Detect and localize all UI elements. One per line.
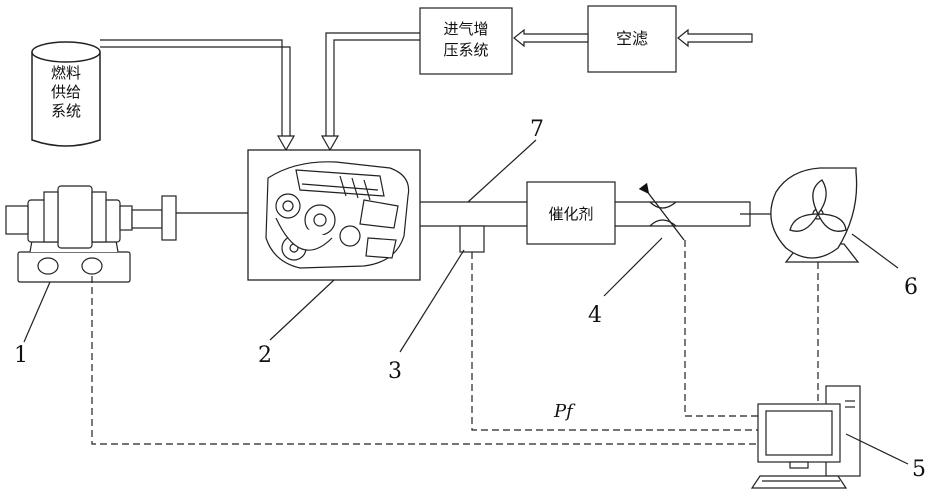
throttle-signal-line xyxy=(685,240,758,416)
pressure-signal-line xyxy=(472,252,758,430)
air-inlet-arrow xyxy=(678,30,752,46)
pf-label: Pf xyxy=(553,401,576,422)
callout-6: 6 xyxy=(904,275,918,300)
catalyst: 催化剂 xyxy=(527,182,615,244)
air-filter: 空滤 xyxy=(588,6,676,72)
dyno-signal-line xyxy=(92,276,758,444)
dynamometer xyxy=(6,186,176,282)
intake-label-line2: 压系统 xyxy=(443,41,488,59)
air-filter-label: 空滤 xyxy=(616,29,648,48)
callout-3: 3 xyxy=(388,359,402,384)
intake-boost-system: 进气增 压系统 xyxy=(420,8,512,74)
fuel-label-line1: 燃料 xyxy=(51,64,81,82)
fuel-supply-tank: 燃料 供给 系统 xyxy=(32,42,100,146)
callout-7: 7 xyxy=(530,117,544,142)
throttle-valve xyxy=(646,190,684,240)
intake-label-line1: 进气增 xyxy=(443,20,488,38)
callout-4: 4 xyxy=(588,303,602,328)
signal-lines xyxy=(92,240,818,444)
callout-1: 1 xyxy=(14,343,28,368)
fuel-pipe xyxy=(100,40,294,150)
fuel-label-line2: 供给 xyxy=(51,83,81,101)
callout-2: 2 xyxy=(258,343,272,368)
filter-to-intake-arrow xyxy=(514,30,588,46)
fuel-label-line3: 系统 xyxy=(51,102,81,120)
engine xyxy=(248,150,420,280)
pressure-sensor xyxy=(460,226,484,252)
blower-fan xyxy=(771,168,858,262)
callout-5: 5 xyxy=(912,457,926,482)
control-computer xyxy=(752,386,860,488)
catalyst-label: 催化剂 xyxy=(548,205,593,223)
intake-pipe xyxy=(322,33,420,150)
